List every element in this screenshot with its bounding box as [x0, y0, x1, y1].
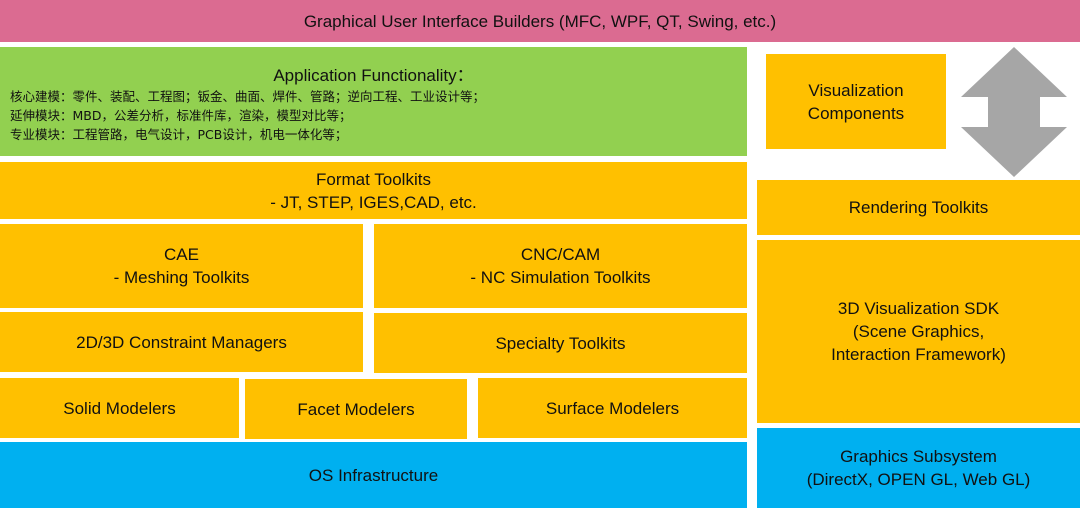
up-down-arrow-shape: [961, 47, 1067, 177]
solid-modelers-block: Solid Modelers: [0, 378, 239, 438]
application-functionality-title: Application Functionality：: [273, 66, 474, 85]
professional-module-line: 专业模块：工程管路，电气设计，PCB设计，机电一体化等；: [10, 127, 348, 142]
format-toolkits-block: Format Toolkits - JT, STEP, IGES,CAD, et…: [0, 162, 747, 219]
graphics-subsystem-apis: (DirectX, OPEN GL, Web GL): [806, 470, 1031, 489]
format-toolkits-formats: - JT, STEP, IGES,CAD, etc.: [270, 192, 477, 212]
visualization-components-block: Visualization Components: [766, 54, 946, 149]
visualization-sdk-line-3: Interaction Framework): [831, 345, 1006, 364]
gui-builders-label: Graphical User Interface Builders (MFC, …: [303, 11, 777, 31]
up-down-arrow-icon: [961, 47, 1067, 177]
surface-modelers-block: Surface Modelers: [478, 378, 747, 438]
os-infrastructure-layer: OS Infrastructure: [0, 442, 747, 508]
graphics-subsystem-block: Graphics Subsystem (DirectX, OPEN GL, We…: [757, 428, 1080, 508]
surface-modelers-label: Surface Modelers: [545, 398, 680, 418]
solid-modelers-label: Solid Modelers: [63, 398, 176, 418]
constraint-managers-label: 2D/3D Constraint Managers: [76, 332, 287, 352]
graphics-subsystem-title: Graphics Subsystem: [840, 447, 997, 466]
facet-modelers-block: Facet Modelers: [245, 379, 467, 439]
cae-subtitle: - Meshing Toolkits: [113, 268, 250, 287]
visualization-sdk-line-2: (Scene Graphics,: [852, 322, 985, 341]
visualization-sdk-title: 3D Visualization SDK: [837, 299, 1000, 318]
cae-title: CAE: [164, 245, 199, 264]
application-functionality-layer: Application Functionality： 核心建模：零件、装配、工程…: [0, 47, 747, 156]
format-toolkits-title: Format Toolkits: [316, 169, 431, 189]
constraint-managers-block: 2D/3D Constraint Managers: [0, 312, 363, 372]
rendering-toolkits-block: Rendering Toolkits: [757, 180, 1080, 235]
specialty-toolkits-block: Specialty Toolkits: [374, 313, 747, 373]
facet-modelers-label: Facet Modelers: [297, 399, 415, 419]
cnc-cam-title: CNC/CAM: [520, 245, 601, 264]
specialty-toolkits-label: Specialty Toolkits: [495, 333, 626, 353]
visualization-components-line-1: Visualization: [808, 80, 904, 100]
cnc-cam-block: CNC/CAM - NC Simulation Toolkits: [374, 224, 747, 308]
visualization-sdk-block: 3D Visualization SDK (Scene Graphics, In…: [757, 240, 1080, 423]
core-modeling-module-line: 核心建模：零件、装配、工程图；钣金、曲面、焊件、管路；逆向工程、工业设计等；: [10, 89, 486, 104]
gui-builders-layer: Graphical User Interface Builders (MFC, …: [0, 0, 1080, 42]
visualization-components-line-2: Components: [807, 103, 905, 123]
rendering-toolkits-label: Rendering Toolkits: [848, 198, 989, 217]
cae-block: CAE - Meshing Toolkits: [0, 224, 363, 308]
extension-module-line: 延伸模块：MBD，公差分析，标准件库，渲染，模型对比等；: [10, 108, 352, 123]
os-infrastructure-label: OS Infrastructure: [308, 465, 439, 485]
cnc-cam-subtitle: - NC Simulation Toolkits: [470, 268, 651, 287]
